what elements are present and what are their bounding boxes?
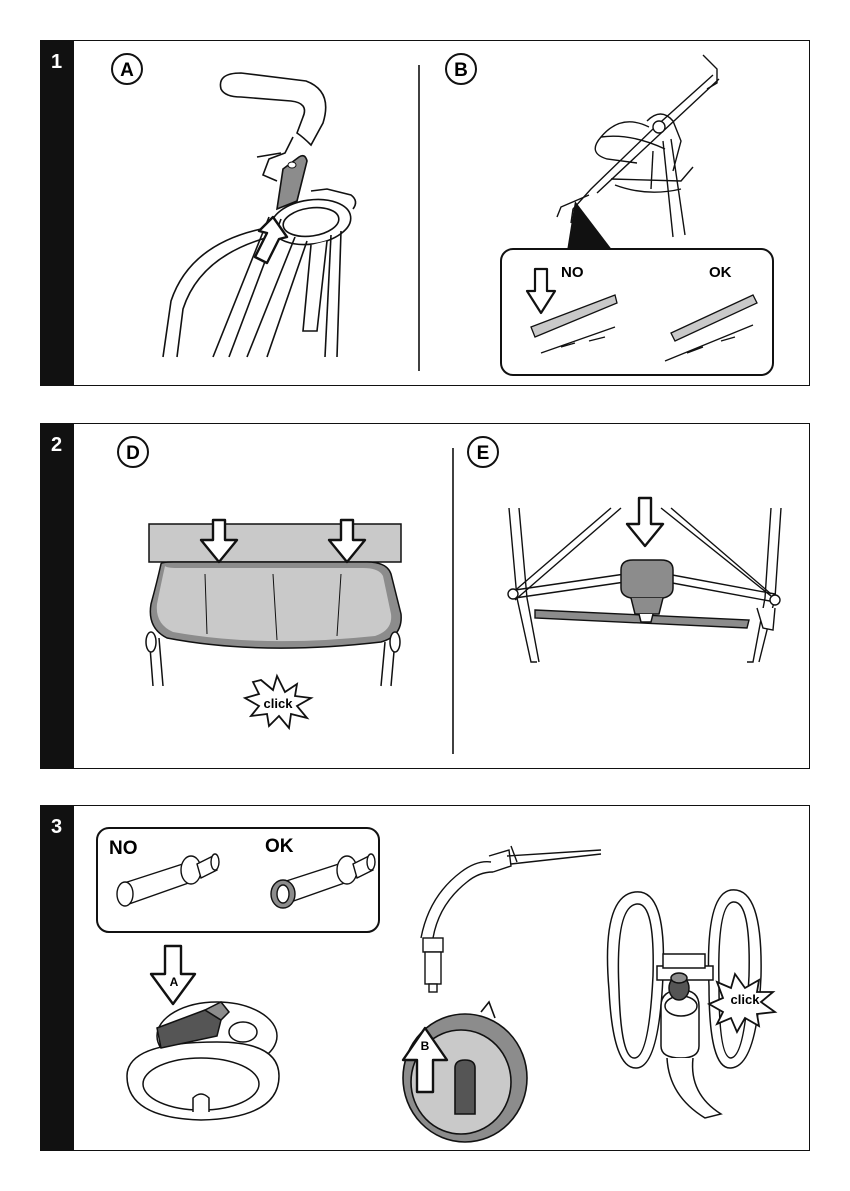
- front-leg-drawing: [421, 846, 601, 992]
- step-3-panel: 3 NO OK: [40, 805, 810, 1151]
- marker-a-label: A: [170, 975, 179, 989]
- callout-pointer: [567, 201, 613, 251]
- inset-ok-label: OK: [709, 264, 732, 281]
- click-burst-icon: click: [709, 974, 775, 1032]
- push-down-arrow-icon: [627, 498, 663, 546]
- svg-text:D: D: [126, 443, 140, 464]
- inset-no-label: NO: [561, 264, 584, 281]
- wheel-housing-drawing: [127, 1002, 279, 1120]
- inset-no-label: NO: [109, 838, 138, 859]
- seat-push-drawing: [146, 524, 401, 686]
- handle-fold-drawing: [163, 73, 356, 357]
- axle-check-inset: NO OK: [97, 828, 379, 932]
- svg-text:B: B: [454, 60, 468, 81]
- step-1-panel: 1 A: [40, 40, 810, 386]
- step-1-illustration: A: [41, 41, 810, 386]
- step-3-illustration: NO OK: [41, 806, 810, 1151]
- svg-text:A: A: [120, 60, 134, 81]
- sub-label-e: E: [468, 437, 498, 467]
- marker-a-arrow-icon: A: [151, 946, 195, 1004]
- center-lock-grey: [621, 560, 673, 622]
- marker-b-label: B: [421, 1039, 430, 1053]
- svg-text:E: E: [477, 443, 490, 464]
- click-label: click: [731, 992, 761, 1007]
- sub-label-b: B: [446, 54, 476, 84]
- sub-label-d: D: [118, 437, 148, 467]
- step-2-illustration: D click E: [41, 424, 810, 769]
- fold-check-inset: NO OK: [501, 249, 773, 375]
- step-2-panel: 2 D click E: [40, 423, 810, 769]
- click-burst-icon: click: [245, 676, 311, 728]
- inset-ok-label: OK: [265, 836, 294, 857]
- sub-label-a: A: [112, 54, 142, 84]
- click-label: click: [264, 696, 294, 711]
